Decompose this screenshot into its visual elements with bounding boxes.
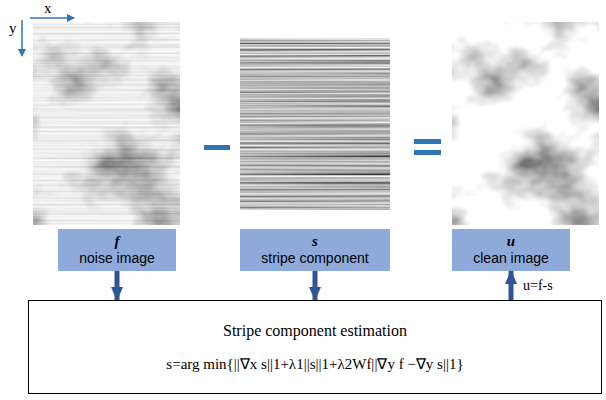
edge-label: u=f-s [521,278,555,294]
node-body: stripe component [261,250,368,267]
flow-arrow [313,271,318,300]
x-axis-arrow [30,17,74,19]
label-box: uclean image [452,229,570,271]
axis-label: y [9,20,17,37]
flow-arrow [115,271,120,300]
equals-symbol [414,150,441,155]
axis-label: x [44,0,52,17]
node-body: s=arg min{||∇x s||1+λ1||s||1+λ2Wf||∇y f … [166,355,463,374]
node-heading: u [507,233,515,250]
node-body: noise image [79,250,155,267]
process-box: Stripe component estimation s=arg min{||∇… [28,300,602,394]
minus-symbol [204,145,230,150]
stripe-image [240,38,390,210]
noise-image [33,22,180,225]
flow-arrow [509,271,514,300]
clean-image [452,22,599,225]
y-axis-arrow [21,20,23,56]
label-box: fnoise image [58,229,176,271]
node-heading: Stripe component estimation [223,321,407,341]
node-heading: f [115,233,120,250]
equals-symbol [414,139,441,144]
node-body: clean image [473,250,549,267]
node-heading: s [312,233,318,250]
label-box: sstripe component [240,229,390,271]
